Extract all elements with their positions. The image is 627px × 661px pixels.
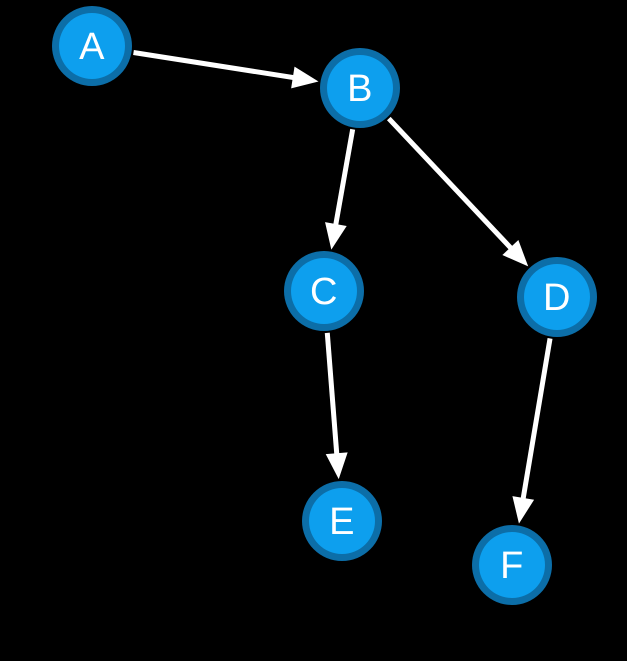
graph-edge-c-e[interactable] <box>324 332 340 457</box>
graph-edge-b-c[interactable] <box>332 128 356 228</box>
graph-node-c[interactable]: C <box>284 251 364 331</box>
node-label-f: F <box>500 545 524 587</box>
arrowhead-icon-d-f <box>512 496 535 524</box>
graph-edge-a-b[interactable] <box>133 50 297 81</box>
arrowhead-icon-c-e <box>325 452 348 480</box>
graph-edge-b-d[interactable] <box>386 116 515 252</box>
node-fill-b <box>327 55 393 121</box>
arrowhead-icon-a-b <box>291 66 319 89</box>
node-fill-a <box>59 13 125 79</box>
node-label-a: A <box>79 26 105 68</box>
node-fill-c <box>291 258 357 324</box>
node-label-e: E <box>329 501 355 543</box>
arrowhead-icon-b-d <box>502 239 529 267</box>
edges-layer <box>133 50 553 524</box>
graph-node-d[interactable]: D <box>517 257 597 337</box>
nodes-layer: A B C D E F <box>52 6 597 605</box>
node-label-c: C <box>310 271 338 313</box>
node-label-b: B <box>347 68 373 110</box>
node-label-d: D <box>543 277 571 319</box>
node-fill-f <box>479 532 545 598</box>
graph-edge-d-f[interactable] <box>520 338 553 502</box>
graph-node-f[interactable]: F <box>472 525 552 605</box>
graph-node-b[interactable]: B <box>320 48 400 128</box>
arrowhead-icon-b-c <box>325 222 347 250</box>
graph-node-e[interactable]: E <box>302 481 382 561</box>
node-fill-d <box>524 264 590 330</box>
node-fill-e <box>309 488 375 554</box>
graph-node-a[interactable]: A <box>52 6 132 86</box>
